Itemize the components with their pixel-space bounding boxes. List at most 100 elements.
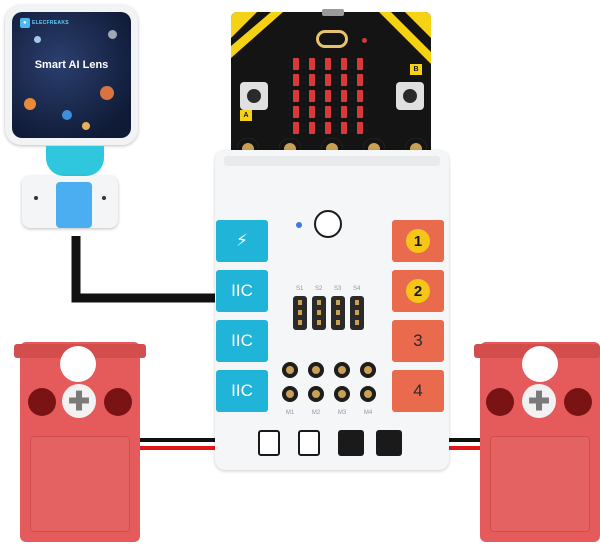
jumper-pin [317, 310, 321, 315]
led [325, 90, 331, 102]
lens-title: Smart AI Lens [34, 59, 109, 71]
right-servo-side-hole [486, 388, 514, 416]
iic-port-2-label: IIC [231, 331, 253, 350]
lens-brand: ● ELECFREAKS [20, 18, 69, 28]
right-servo-axle-icon: ✚ [522, 384, 556, 418]
iic-port-3[interactable]: IIC [216, 370, 268, 412]
jumper-pin [336, 320, 340, 325]
led [309, 90, 315, 102]
button-b[interactable] [396, 82, 424, 110]
led [309, 106, 315, 118]
jumper-label-s3: S3 [334, 286, 342, 292]
reset-button[interactable] [314, 210, 342, 238]
right-servo-case [490, 436, 590, 532]
jumper-label-s2: S2 [315, 286, 323, 292]
screw-icon [102, 196, 106, 200]
led [341, 58, 347, 70]
led [341, 122, 347, 134]
planet-icon [82, 122, 90, 130]
motor-jack-m4-a[interactable] [360, 362, 376, 378]
iic-cable [71, 236, 222, 303]
power-indicator-led [296, 222, 302, 228]
motor-label-m2: M2 [311, 410, 321, 416]
port-1[interactable]: 1 [392, 220, 444, 262]
led [293, 122, 299, 134]
left-servo-horn-hole [60, 346, 96, 382]
port-3-label: 3 [413, 331, 423, 350]
microbit-logo-icon [316, 30, 348, 48]
led [341, 106, 347, 118]
jumper-pin [355, 320, 359, 325]
led [357, 106, 363, 118]
led [293, 106, 299, 118]
led [357, 122, 363, 134]
servo-socket-4[interactable] [376, 430, 402, 456]
button-b-cap [403, 89, 417, 103]
servo-plug-2[interactable] [298, 430, 320, 456]
moon-icon [108, 30, 117, 39]
earth-icon [62, 110, 72, 120]
button-a[interactable] [240, 82, 268, 110]
iic-port-1[interactable]: IIC [216, 270, 268, 312]
connector-plug [56, 182, 92, 228]
edge-connector-slot [224, 156, 440, 166]
led [325, 58, 331, 70]
planet-icon [100, 86, 114, 100]
led [341, 90, 347, 102]
led [293, 90, 299, 102]
jumper-pin [355, 310, 359, 315]
led [325, 122, 331, 134]
microphone-led [362, 38, 367, 43]
right-servo-horn-hole [522, 346, 558, 382]
motor-jack-m3-a[interactable] [334, 362, 350, 378]
right-servo-side-hole [564, 388, 592, 416]
lens-brand-text: ELECFREAKS [32, 20, 69, 26]
port-4[interactable]: 4 [392, 370, 444, 412]
led [309, 122, 315, 134]
jumper-pin [298, 310, 302, 315]
jumper-pin [298, 300, 302, 305]
power-port[interactable]: ⚡︎ [216, 220, 268, 262]
led [293, 74, 299, 86]
led [325, 74, 331, 86]
iic-port-1-label: IIC [231, 281, 253, 300]
motor-jack-m4-b[interactable] [360, 386, 376, 402]
motor-jack-m1-a[interactable] [282, 362, 298, 378]
port-3[interactable]: 3 [392, 320, 444, 362]
port-2[interactable]: 2 [392, 270, 444, 312]
jumper-pin [355, 300, 359, 305]
button-b-label: B [410, 64, 422, 75]
usb-port [322, 9, 344, 16]
servo-socket-3[interactable] [338, 430, 364, 456]
motor-label-m3: M3 [337, 410, 347, 416]
motor-jack-m3-b[interactable] [334, 386, 350, 402]
led [357, 90, 363, 102]
jumper-pin [317, 320, 321, 325]
led [309, 58, 315, 70]
screw-icon [34, 196, 38, 200]
motor-label-m1: M1 [285, 410, 295, 416]
lightning-icon: ⚡︎ [236, 231, 248, 250]
left-servo-side-hole [104, 388, 132, 416]
iic-port-2[interactable]: IIC [216, 320, 268, 362]
iic-port-3-label: IIC [231, 381, 253, 400]
jumper-pin [317, 300, 321, 305]
motor-jack-m2-b[interactable] [308, 386, 324, 402]
motor-jack-m1-b[interactable] [282, 386, 298, 402]
jumper-pin [336, 300, 340, 305]
led [309, 74, 315, 86]
motor-jack-m2-a[interactable] [308, 362, 324, 378]
jumper-label-s1: S1 [296, 286, 304, 292]
left-servo-side-hole [28, 388, 56, 416]
jumper-pin [336, 310, 340, 315]
lens-mount [46, 146, 104, 176]
led [325, 106, 331, 118]
left-servo-axle-icon: ✚ [62, 384, 96, 418]
servo-plug-1[interactable] [258, 430, 280, 456]
led [357, 58, 363, 70]
port-2-label: 2 [406, 279, 430, 303]
planet-icon [34, 36, 41, 43]
led [341, 74, 347, 86]
jumper-label-s4: S4 [353, 286, 361, 292]
led-matrix [291, 58, 369, 138]
